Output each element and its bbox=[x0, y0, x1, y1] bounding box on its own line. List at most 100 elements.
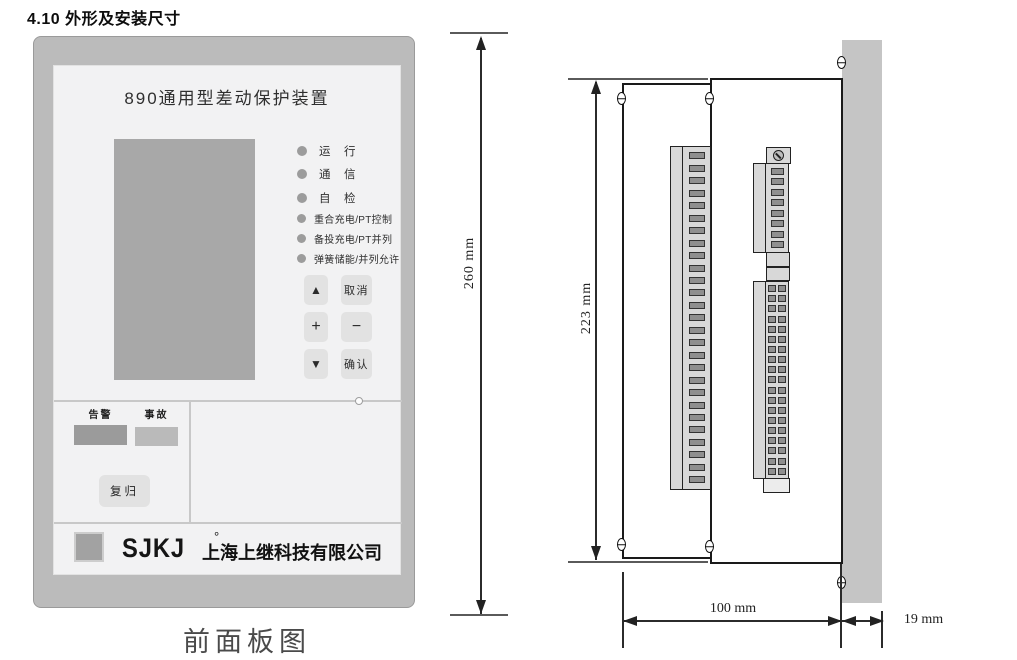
extension-line bbox=[450, 614, 508, 616]
status-led-group: 运 行通 信自 检 bbox=[297, 139, 357, 210]
terminal-pin bbox=[768, 416, 776, 424]
dimension-label-panel-thickness: 19 mm bbox=[903, 612, 944, 627]
extension-line bbox=[568, 78, 708, 80]
terminal-pin-pair bbox=[768, 437, 786, 445]
terminal-pin bbox=[768, 386, 776, 394]
screw-icon bbox=[705, 92, 714, 105]
terminal-pin-pair bbox=[768, 335, 786, 343]
terminal-pin bbox=[768, 295, 776, 303]
arrowhead-icon bbox=[842, 616, 856, 626]
extension-line bbox=[840, 564, 842, 648]
arrowhead-icon bbox=[591, 546, 601, 560]
terminal-pin bbox=[770, 188, 784, 196]
terminal-pin bbox=[770, 167, 784, 175]
screw-icon bbox=[705, 540, 714, 553]
led-label: 自 检 bbox=[319, 192, 357, 205]
terminal-pin-pair bbox=[768, 345, 786, 353]
connector-joint-box bbox=[766, 252, 790, 267]
terminal-pin-pair bbox=[768, 467, 786, 475]
terminal-pin-pair bbox=[768, 376, 786, 384]
terminal-pin-pair bbox=[768, 406, 786, 414]
reset-button: 复归 bbox=[99, 475, 150, 507]
terminal-pin bbox=[688, 426, 705, 434]
terminal-pin bbox=[688, 252, 705, 260]
terminal-pin bbox=[778, 285, 786, 293]
dimension-label-depth: 100 mm bbox=[709, 601, 757, 616]
connector-joint-box bbox=[766, 267, 790, 281]
screw-icon bbox=[837, 56, 846, 69]
arrowhead-icon bbox=[623, 616, 637, 626]
terminal-pin-pair bbox=[768, 295, 786, 303]
terminal-pin bbox=[768, 345, 776, 353]
terminal-pin bbox=[688, 401, 705, 409]
terminal-pin-pair bbox=[768, 366, 786, 374]
led-icon bbox=[297, 145, 307, 156]
terminal-pin-pair bbox=[768, 396, 786, 404]
seal-circle-icon bbox=[355, 397, 363, 405]
terminal-pin bbox=[770, 241, 784, 249]
terminal-pin bbox=[688, 326, 705, 334]
arrowhead-icon bbox=[828, 616, 842, 626]
terminal-pin bbox=[778, 376, 786, 384]
led-label: 重合充电/PT控制 bbox=[314, 214, 393, 226]
screw-icon bbox=[773, 150, 784, 161]
led-icon bbox=[297, 192, 307, 203]
fault-label: 事故 bbox=[144, 410, 169, 421]
terminal-pin bbox=[688, 413, 705, 421]
terminal-pin bbox=[768, 335, 776, 343]
terminal-pin-pair bbox=[768, 386, 786, 394]
connector-end-box bbox=[763, 478, 790, 493]
terminal-pin-pair bbox=[768, 285, 786, 293]
terminal-pin bbox=[778, 386, 786, 394]
terminal-block-pins-upper bbox=[765, 163, 789, 253]
device-title: 890通用型差动保护装置 bbox=[124, 89, 330, 108]
terminal-pin bbox=[778, 305, 786, 313]
extension-line bbox=[450, 32, 508, 34]
terminal-pin bbox=[688, 339, 705, 347]
terminal-pin bbox=[688, 189, 705, 197]
terminal-pin bbox=[768, 427, 776, 435]
terminal-pin-pair bbox=[768, 305, 786, 313]
terminal-pin-pair bbox=[768, 416, 786, 424]
terminal-pin bbox=[778, 345, 786, 353]
terminal-pin bbox=[688, 164, 705, 172]
terminal-pin bbox=[768, 447, 776, 455]
panel-divider-horizontal bbox=[54, 400, 402, 402]
up-button: ▲ bbox=[304, 275, 328, 305]
logo-square bbox=[74, 532, 104, 562]
plus-button: + bbox=[304, 312, 328, 342]
terminal-pin bbox=[688, 177, 705, 185]
lcd-screen bbox=[114, 139, 255, 380]
terminal-pin bbox=[688, 438, 705, 446]
terminal-pin bbox=[770, 209, 784, 217]
terminal-block-pins-lower bbox=[765, 281, 789, 479]
company-name: 上海上继科技有限公司 bbox=[202, 543, 382, 563]
led-row: 重合充电/PT控制 bbox=[297, 208, 399, 228]
panel-divider-horizontal-2 bbox=[54, 522, 402, 524]
terminal-pin bbox=[688, 264, 705, 272]
terminal-pin bbox=[778, 467, 786, 475]
extension-line bbox=[881, 611, 883, 648]
led-row: 备投充电/PT并列 bbox=[297, 228, 399, 248]
front-panel-face: 890通用型差动保护装置 运 行通 信自 检 重合充电/PT控制备投充电/PT并… bbox=[53, 65, 402, 575]
terminal-pin-pair bbox=[768, 427, 786, 435]
led-row: 自 检 bbox=[297, 186, 357, 210]
screw-icon bbox=[617, 92, 626, 105]
terminal-pin bbox=[778, 457, 786, 465]
dimension-line-260 bbox=[480, 38, 482, 614]
panel-divider-vertical bbox=[189, 402, 191, 522]
terminal-pin-pair bbox=[768, 447, 786, 455]
extension-line bbox=[622, 572, 624, 648]
terminal-pin bbox=[768, 457, 776, 465]
terminal-pin bbox=[768, 396, 776, 404]
terminal-pin bbox=[688, 476, 705, 484]
led-label: 弹簧储能/并列允许 bbox=[314, 254, 400, 266]
cancel-button: 取消 bbox=[341, 275, 372, 305]
terminal-pin bbox=[688, 389, 705, 397]
led-label: 运 行 bbox=[319, 145, 357, 158]
terminal-pin bbox=[778, 427, 786, 435]
terminal-pin bbox=[778, 335, 786, 343]
alarm-indicator bbox=[74, 425, 127, 445]
section-heading: 4.10 外形及安装尺寸 bbox=[27, 11, 181, 28]
